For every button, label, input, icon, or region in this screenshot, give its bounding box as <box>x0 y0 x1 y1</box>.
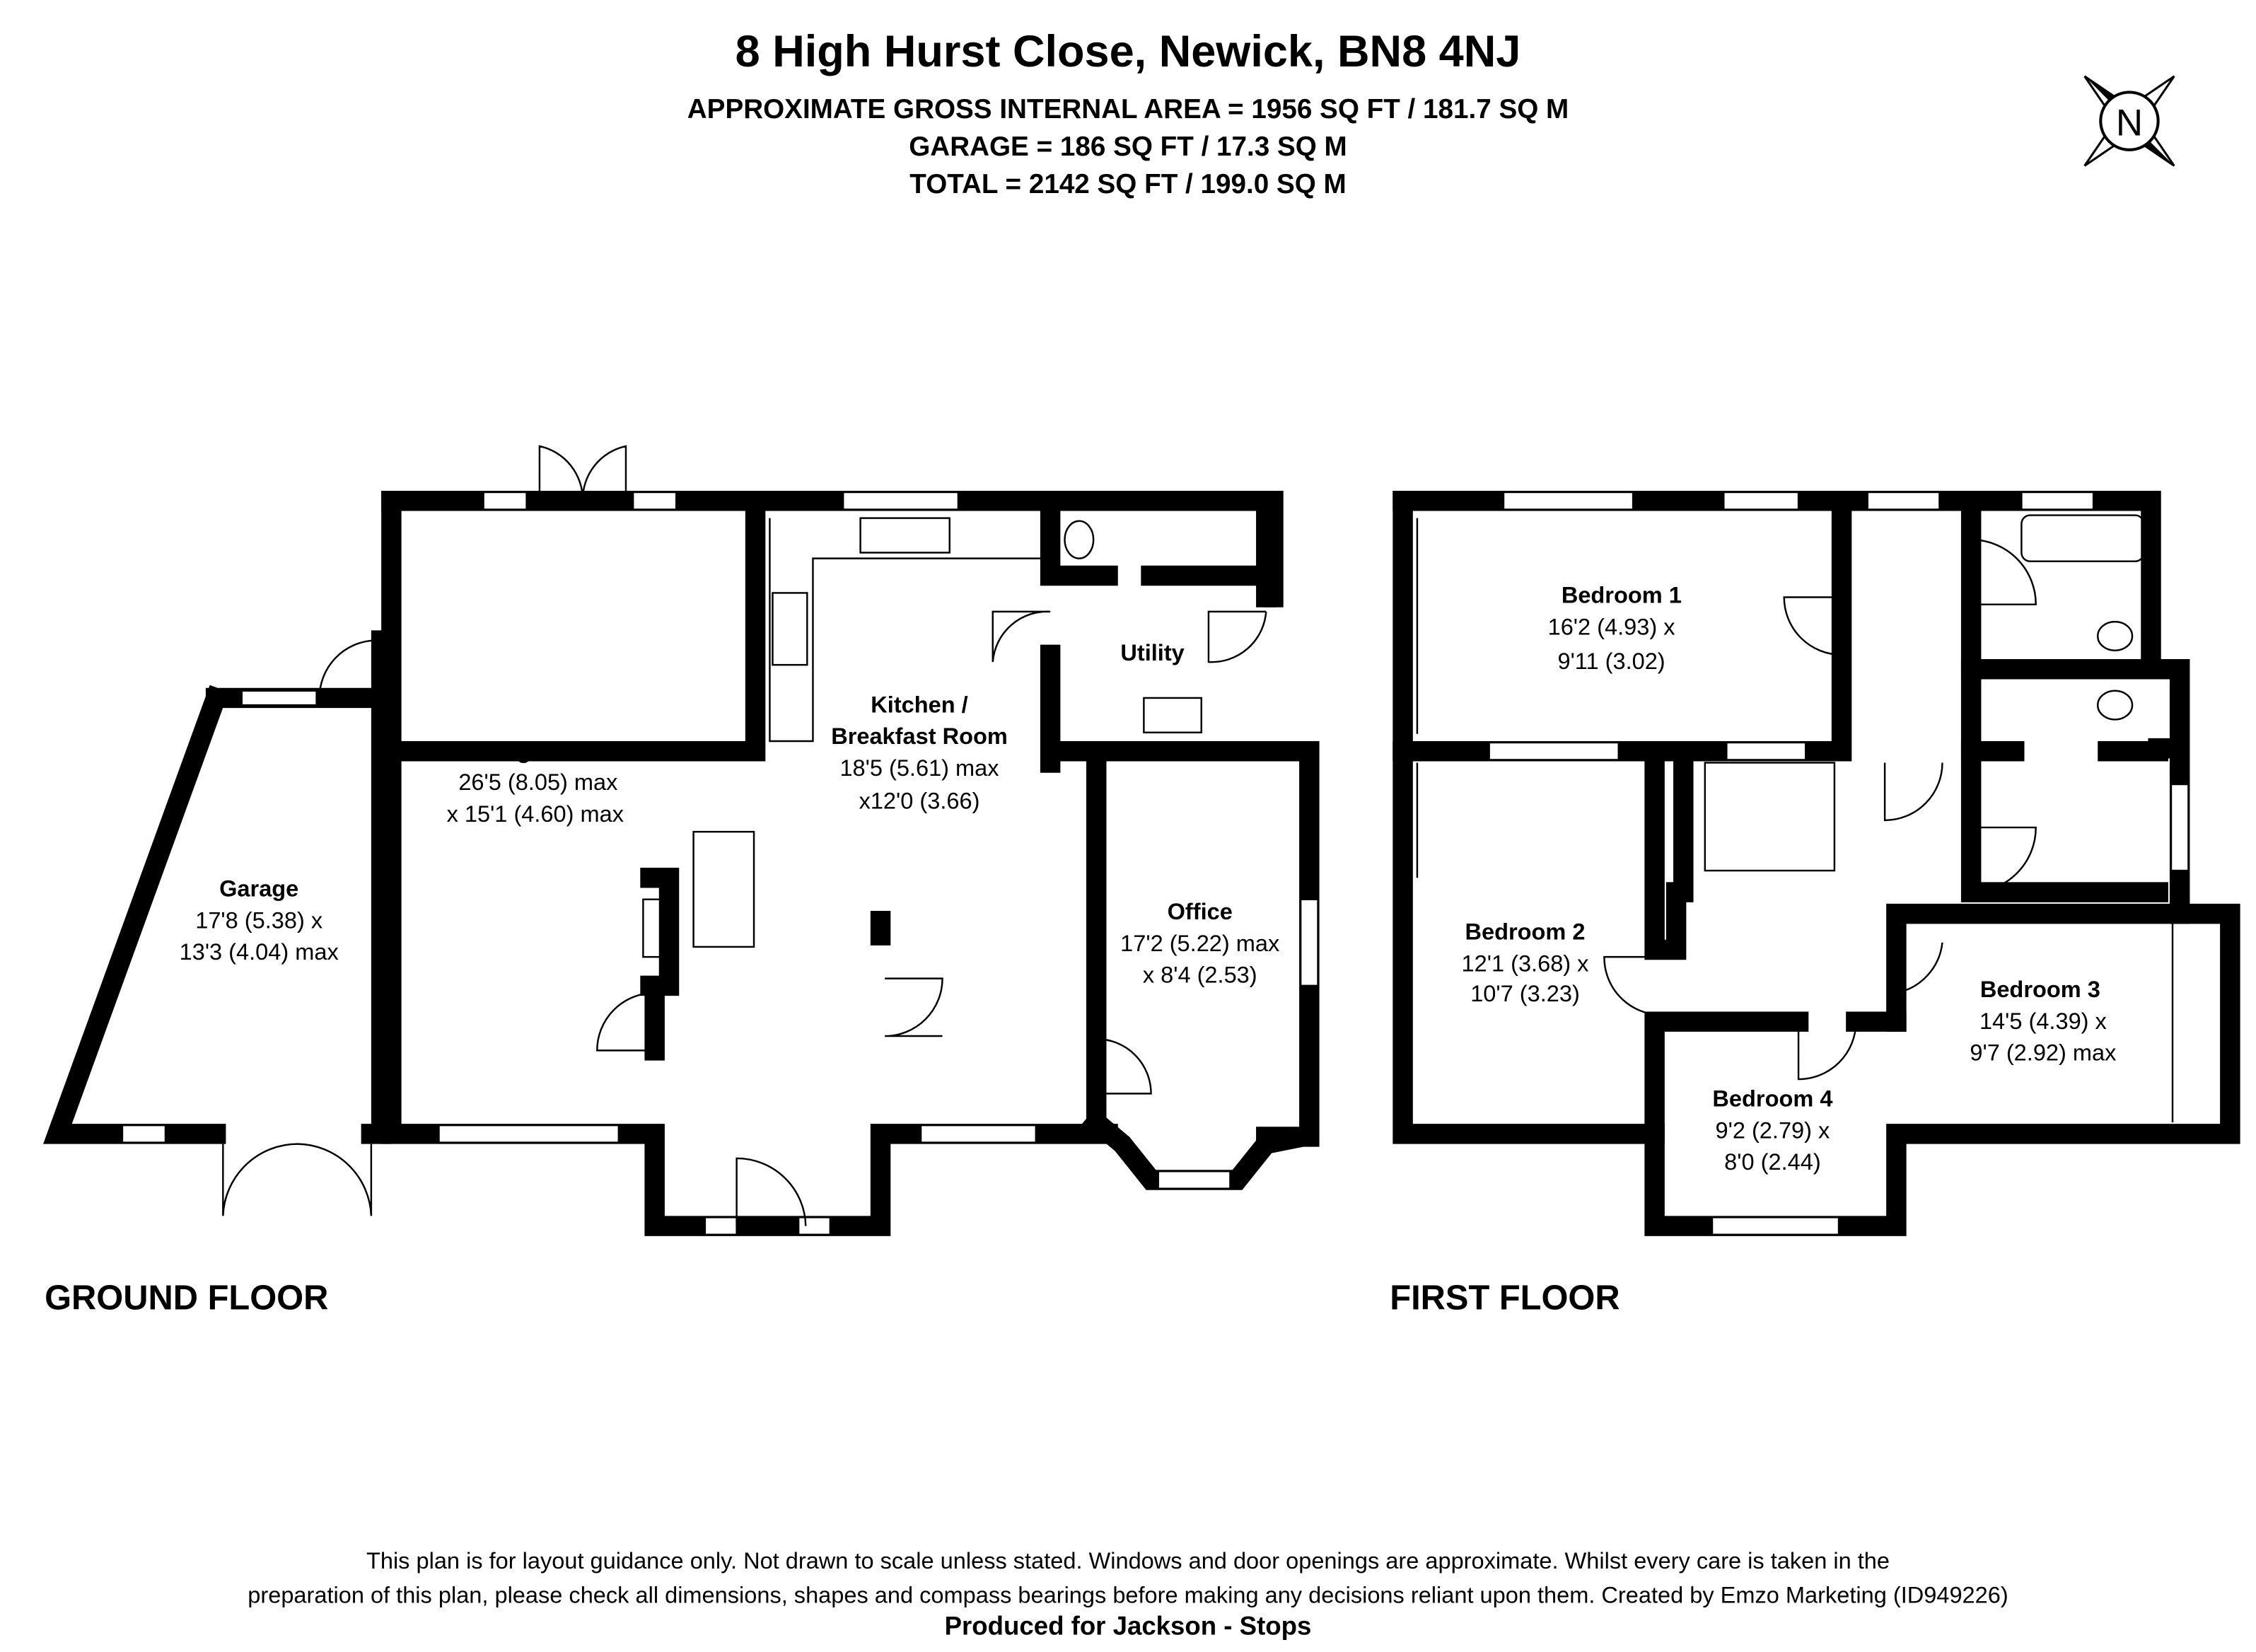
ground-floor-label: GROUND FLOOR <box>45 1279 328 1317</box>
kitchen-worktop <box>769 518 1045 743</box>
door <box>1096 1037 1152 1095</box>
disclaimer-line-2: preparation of this plan, please check a… <box>248 1583 2008 1608</box>
room-kitchen: Kitchen / Breakfast Room 18'5 (5.61) max… <box>831 692 1008 813</box>
window <box>1488 741 1620 761</box>
window <box>842 491 960 511</box>
room-name: Garage <box>219 876 298 902</box>
garage-area: GARAGE = 186 SQ FT / 17.3 SQ M <box>909 132 1347 162</box>
toilet-icon <box>2096 620 2134 652</box>
room-garage: Garage 17'8 (5.38) x 13'3 (4.04) max <box>180 876 339 965</box>
compass-north-label: N <box>2116 102 2143 144</box>
room-bedroom-2: Bedroom 2 12'1 (3.68) x 10'7 (3.23) <box>1462 919 1589 1006</box>
room-dimensions: 16'2 (4.93) x <box>1548 614 1675 639</box>
staircase <box>1704 762 1836 872</box>
window <box>240 690 318 706</box>
room-dimensions: 12'1 (3.68) x <box>1462 950 1589 976</box>
room-name: Bedroom 4 <box>1712 1086 1832 1112</box>
disclaimer-line-1: This plan is for layout guidance only. N… <box>366 1548 1890 1574</box>
room-dimensions: 10'7 (3.23) <box>1470 981 1580 1006</box>
window <box>1726 741 1807 761</box>
door <box>1895 935 1943 994</box>
room-dimensions: x 15'1 (4.60) max <box>447 801 624 827</box>
door <box>1971 826 2037 893</box>
door <box>1797 1021 1857 1081</box>
room-name: Sitting Room <box>459 738 602 763</box>
room-dimensions: x12'0 (3.66) <box>859 789 980 814</box>
room-office: Office 17'2 (5.22) max x 8'4 (2.53) <box>1120 899 1279 988</box>
window <box>797 1216 832 1236</box>
bath-icon <box>2020 514 2145 562</box>
window <box>1502 491 1634 511</box>
room-bedroom-4: Bedroom 4 9'2 (2.79) x 8'0 (2.44) <box>1712 1086 1832 1175</box>
compass-icon: N <box>2083 75 2175 167</box>
door <box>1971 538 2037 605</box>
room-bedroom-3: Bedroom 3 14'5 (4.39) x 9'7 (2.92) max <box>1970 977 2116 1066</box>
room-dimensions: 9'2 (2.79) x <box>1716 1117 1830 1143</box>
wardrobes <box>1416 518 2174 1123</box>
produced-for: Produced for Jackson - Stops <box>945 1611 1312 1640</box>
room-dimensions: 17'2 (5.22) max <box>1120 931 1279 956</box>
garage-door <box>222 1143 373 1216</box>
room-name: Bedroom 2 <box>1465 919 1586 945</box>
room-name: Bedroom 1 <box>1562 583 1682 608</box>
toilet-icon <box>1064 520 1095 559</box>
ground-floor-plan <box>43 445 1320 1236</box>
hob-icon <box>772 592 808 666</box>
window <box>632 491 678 511</box>
french-door <box>538 445 627 501</box>
door <box>1783 596 1842 656</box>
door <box>885 977 943 1037</box>
room-dimensions: 14'5 (4.39) x <box>1979 1008 2107 1034</box>
window <box>121 1124 167 1144</box>
window <box>1723 491 1800 511</box>
room-name: Kitchen / <box>871 692 967 717</box>
window <box>1711 1216 1840 1236</box>
door <box>1883 762 1943 822</box>
room-name: Breakfast Room <box>831 723 1008 749</box>
room-dimensions: 8'0 (2.44) <box>1724 1149 1820 1175</box>
utility-sink-icon <box>1143 697 1202 733</box>
room-dimensions: 9'7 (2.92) max <box>1970 1040 2116 1066</box>
window <box>1157 1170 1231 1189</box>
fireplace-icon <box>642 898 673 958</box>
door <box>992 610 1051 663</box>
first-floor-label: FIRST FLOOR <box>1390 1279 1620 1317</box>
window <box>438 1124 620 1144</box>
door <box>1603 955 1655 1016</box>
door <box>596 991 655 1052</box>
window <box>2170 783 2190 872</box>
window <box>482 491 528 511</box>
sink-icon <box>859 517 950 554</box>
toilet-icon <box>2096 690 2134 721</box>
room-utility: Utility <box>1120 640 1184 665</box>
front-door <box>735 1157 807 1226</box>
room-dimensions: 18'5 (5.61) max <box>839 755 999 781</box>
first-floor-plan <box>1392 490 2240 1236</box>
window <box>1866 491 1941 511</box>
room-dimensions: 9'11 (3.02) <box>1557 648 1665 674</box>
window <box>1299 898 1319 987</box>
room-bedroom-1: Bedroom 1 16'2 (4.93) x 9'11 (3.02) <box>1548 583 1682 675</box>
staircase <box>692 830 755 948</box>
room-name: Office <box>1168 899 1233 924</box>
door <box>1207 610 1267 663</box>
room-dimensions: 26'5 (8.05) max <box>458 769 617 795</box>
total-area: TOTAL = 2142 SQ FT / 199.0 SQ M <box>909 169 1346 199</box>
property-address: 8 High Hurst Close, Newick, BN8 4NJ <box>735 27 1521 76</box>
window <box>919 1124 1037 1144</box>
room-name: Bedroom 3 <box>1980 977 2100 1002</box>
room-dimensions: 17'8 (5.38) x <box>195 907 322 933</box>
window <box>704 1216 738 1236</box>
door <box>318 639 376 698</box>
room-dimensions: 13'3 (4.04) max <box>180 939 339 965</box>
room-dimensions: x 8'4 (2.53) <box>1143 962 1257 988</box>
gross-internal-area: APPROXIMATE GROSS INTERNAL AREA = 1956 S… <box>687 94 1569 124</box>
room-sitting: Sitting Room 26'5 (8.05) max x 15'1 (4.6… <box>447 738 624 827</box>
window <box>2020 491 2095 511</box>
